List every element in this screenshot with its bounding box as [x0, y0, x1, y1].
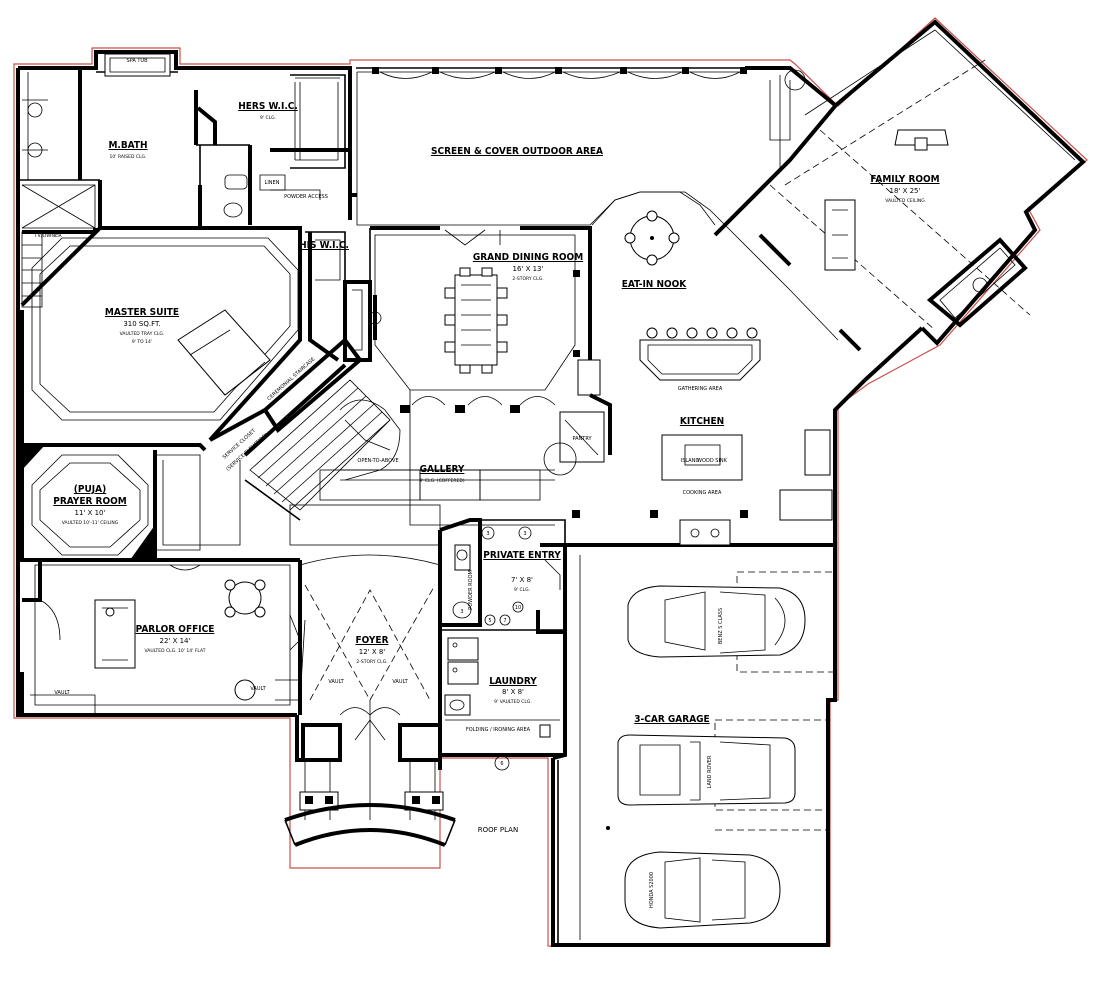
open-to-above-label: OPEN-TO-ABOVE: [357, 458, 398, 464]
his-wic-label: HIS W.I.C.: [299, 240, 349, 251]
gallery-zone: [289, 390, 577, 546]
garage-label: 3-CAR GARAGE: [634, 714, 709, 725]
tag-marker: 3: [486, 531, 489, 537]
wood-sink-label: WOOD SINK: [697, 458, 728, 464]
tag-marker: 10: [515, 605, 521, 611]
private-entry-label: PRIVATE ENTRY: [483, 550, 561, 561]
car-honda: [624, 851, 781, 929]
m-bath-dim: 10' RAISED CLG.: [110, 154, 147, 160]
powder-access-label: POWDER ACCESS: [284, 194, 328, 200]
tag-marker: 7: [503, 618, 506, 624]
pantry-label: PANTRY: [572, 436, 592, 442]
master-suite-ceil2: 9' TO 14': [132, 339, 152, 345]
family-room-ceil: VAULTED CEILING: [885, 198, 925, 204]
parlor-office-dim: 22' X 14': [160, 637, 191, 645]
laundry-dim: 8' X 8': [502, 688, 524, 696]
car-benz: [627, 585, 806, 658]
master-suite-dim: 310 SQ.FT.: [123, 320, 160, 328]
tag-markers: 3 3 3 5 7 10 6: [460, 531, 526, 767]
parlor-office-zone: [20, 558, 302, 716]
vault-label-1: VAULT: [54, 690, 70, 696]
foyer-label: FOYER: [355, 635, 388, 646]
car-honda-label: HONDA S2000: [649, 872, 655, 908]
vault-label-2: VAULT: [250, 686, 266, 692]
family-room-dim: 18' X 25': [890, 187, 921, 195]
master-suite-label: MASTER SUITE: [105, 307, 179, 318]
roof-plan-label: ROOF PLAN: [478, 826, 518, 834]
master-suite-ceil: VAULTED TRAY CLG.: [120, 331, 165, 337]
tag-marker: 3: [523, 531, 526, 537]
grand-dining-label: GRAND DINING ROOM: [473, 252, 583, 263]
prayer-room-label: PRAYER ROOM: [53, 496, 126, 507]
linen-label: LINEN: [265, 180, 280, 186]
tv-owner-label: TV/OWNER: [33, 233, 62, 239]
car-benz-label: BENZ S CLASS: [718, 608, 724, 644]
car-land-rover-label: LAND ROVER: [707, 755, 713, 788]
master-bath-zone: [18, 53, 350, 308]
tag-marker: 5: [488, 618, 491, 624]
exterior-outline: [13, 17, 1088, 947]
tag-marker: 3: [460, 609, 463, 615]
foyer-zone: [284, 554, 456, 847]
tag-marker: 6: [500, 761, 503, 767]
family-room-label: FAMILY ROOM: [870, 174, 939, 185]
gathering-area-label: GATHERING AREA: [678, 386, 723, 392]
island-label: ISLAND: [681, 458, 700, 464]
private-entry-ceil: 9' CLG.: [514, 587, 530, 593]
kitchen-label: KITCHEN: [680, 416, 724, 427]
puja-dim: 11' X 10': [75, 509, 106, 517]
puja-label: (PUJA): [74, 484, 106, 495]
spa-tub-label: SPA TUB: [126, 58, 148, 64]
laundry-label: LAUNDRY: [489, 676, 537, 687]
vault-label-4: VAULT: [392, 679, 408, 685]
grand-dining-ceil: 2-STORY CLG.: [512, 276, 543, 282]
folding-area-label: FOLDING / IRONING AREA: [466, 727, 531, 733]
gallery-dim: 9' CLG. (COFFERED): [419, 478, 464, 484]
hers-wic-dim: 9' CLG.: [260, 115, 276, 121]
parlor-office-ceil: VAULTED CLG. 10' 14' FLAT: [145, 648, 206, 654]
room-labels: HERS W.I.C. 9' CLG. M.BATH 10' RAISED CL…: [53, 101, 939, 725]
laundry-ceil: 9' VAULTED CLG.: [494, 699, 532, 705]
foyer-ceil: 2-STORY CLG.: [356, 659, 387, 665]
exterior-walls: [16, 19, 1086, 947]
car-land-rover: [617, 734, 796, 806]
private-entry-dim: 7' X 8': [511, 576, 533, 584]
parlor-office-label: PARLOR OFFICE: [136, 624, 215, 635]
cooking-area-label: COOKING AREA: [683, 490, 722, 496]
powder-room-label: POWDER ROOM: [468, 570, 474, 610]
eat-in-nook-label: EAT-IN NOOK: [622, 279, 688, 290]
grand-dining-dim: 16' X 13': [513, 265, 544, 273]
puja-ceil: VAULTED 10'-11' CEILING: [62, 520, 119, 526]
outdoor-area-label: SCREEN & COVER OUTDOOR AREA: [431, 146, 603, 157]
foyer-dim: 12' X 8': [359, 648, 386, 656]
family-room-zone: [758, 29, 1076, 352]
kitchen-zone: [559, 191, 839, 546]
hers-wic-label: HERS W.I.C.: [238, 101, 298, 112]
vault-label-3: VAULT: [328, 679, 344, 685]
entry-laundry-zone: [439, 518, 567, 771]
m-bath-label: M.BATH: [108, 140, 147, 151]
gallery-label: GALLERY: [420, 464, 465, 475]
grand-dining-zone: [343, 226, 592, 395]
